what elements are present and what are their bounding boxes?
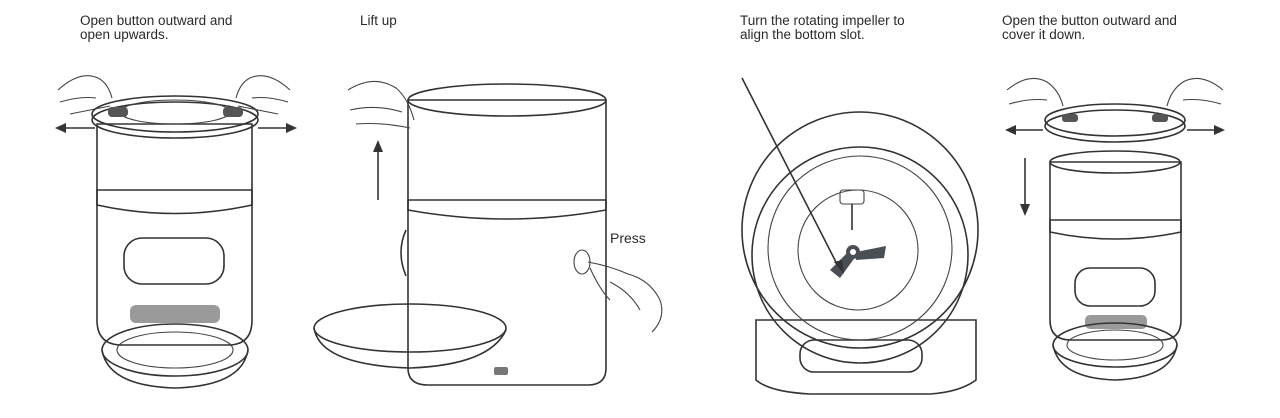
step-4-caption: Open the button outward and cover it dow… [1002,13,1177,42]
hand-left-icon [1006,77,1064,107]
step-2-caption: Lift up [360,13,397,28]
step-1-panel: Open button outward and open upwards. [0,0,320,418]
hand-right-icon [1166,77,1224,107]
hopper [1049,161,1182,240]
control-panel [1074,267,1156,307]
hopper [96,123,253,215]
arrow-left-icon [1005,125,1016,135]
arrow-up-icon [373,140,383,152]
step-4-panel: Open the button outward and cover it dow… [985,0,1280,418]
hand-left-icon [57,75,113,115]
feeder-base [755,319,977,395]
step-3-caption: Turn the rotating impeller to align the … [740,13,905,42]
press-callout: Press [610,230,646,246]
hand-right-icon [235,75,291,115]
arrow-down-icon [834,260,844,274]
arrow-right-icon [1214,125,1225,135]
lid [1044,109,1186,143]
step-2-panel: Lift up Press [310,0,690,418]
step-4-illustration [1005,77,1225,381]
step-3-panel: Turn the rotating impeller to align the … [690,0,990,418]
arrow-right-icon [286,123,297,133]
feeder-body [96,189,253,346]
step-3-illustration [741,77,979,395]
release-button [573,249,591,275]
hopper-outer [741,111,979,349]
lid-button-left [108,107,128,117]
hand-press-icon [587,261,663,333]
impeller-icon [830,189,886,278]
step-1-caption: Open button outward and open upwards. [80,13,233,42]
food-bowl [313,303,507,353]
feeder-body [407,199,607,386]
lid-button-right [223,107,243,117]
arrow-left-icon [55,123,66,133]
step-2-illustration [313,80,663,386]
hand-lift-icon [347,80,415,129]
control-panel [123,237,225,285]
hopper [407,99,607,220]
arrow-down-icon [1020,204,1030,216]
lid [91,101,259,139]
step-1-illustration [55,75,297,389]
